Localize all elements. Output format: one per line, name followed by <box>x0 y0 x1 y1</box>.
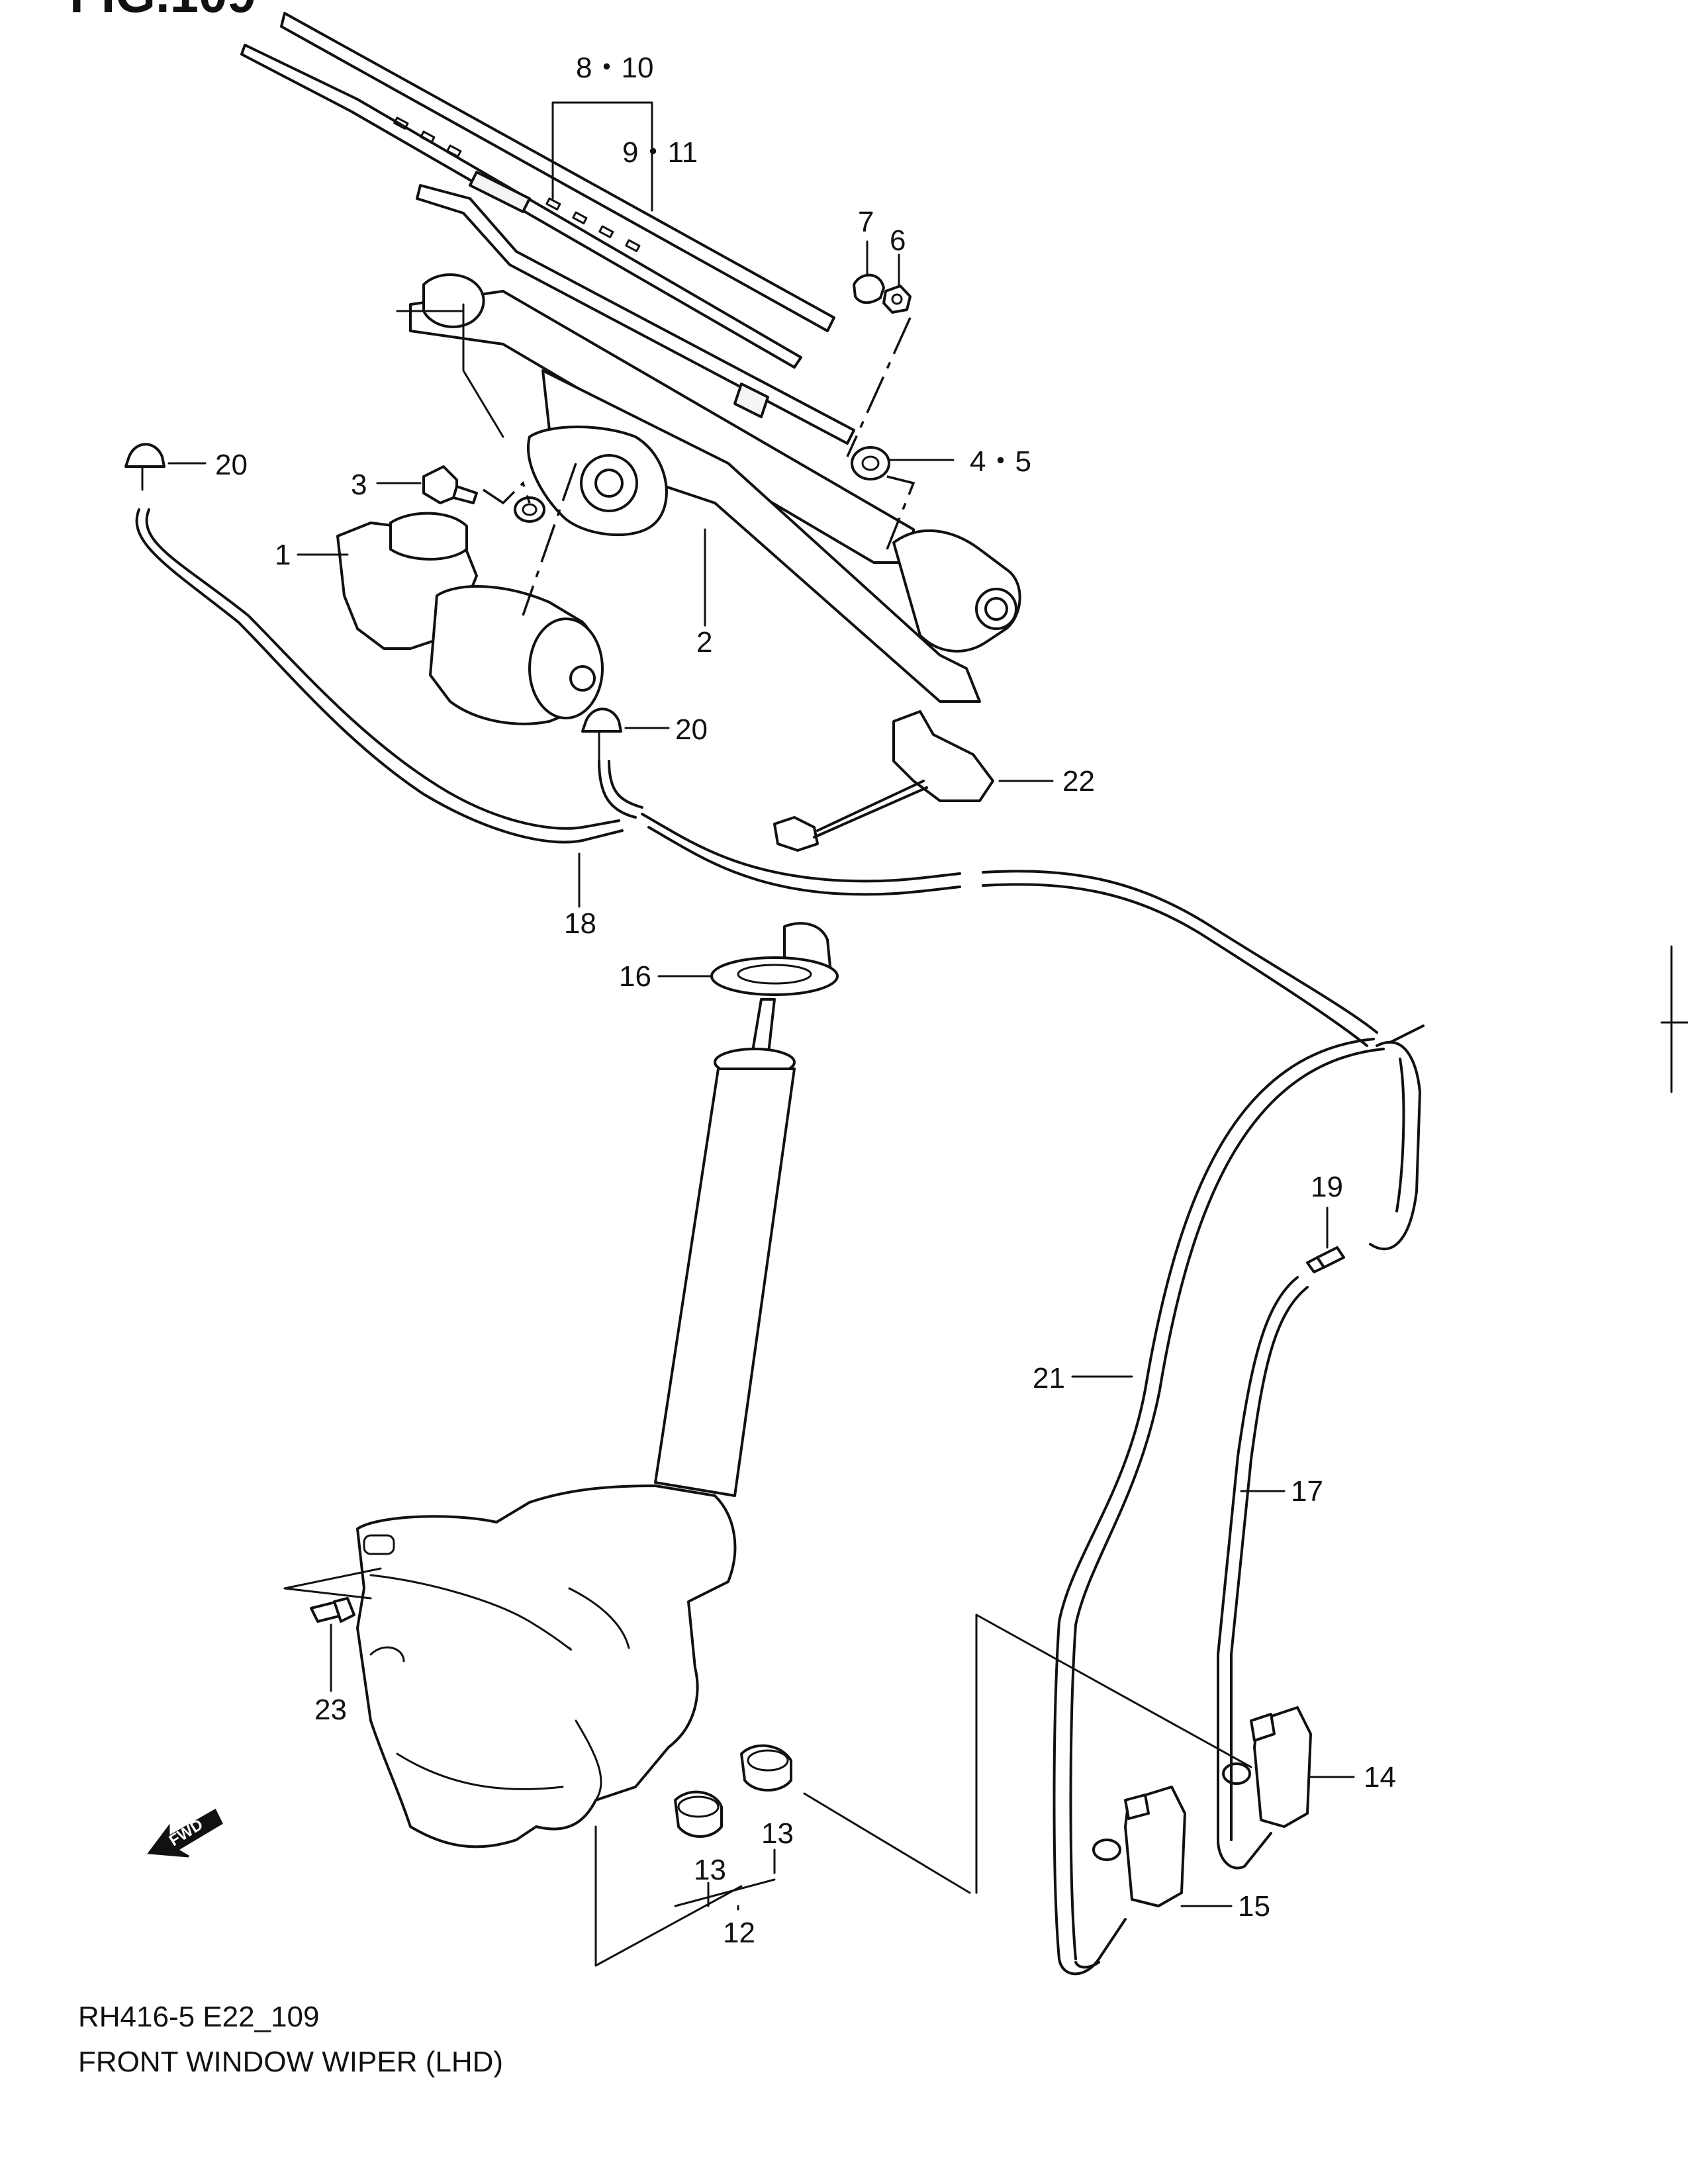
bolt-3 <box>422 465 478 504</box>
bracket-22 <box>773 710 994 852</box>
callout-1: 1 <box>275 539 291 571</box>
washer-hose-18 <box>135 508 1378 1047</box>
callout-13-right: 13 <box>761 1817 794 1850</box>
grommet-guide-line <box>803 1792 971 1894</box>
pivot-guide-line <box>886 475 915 550</box>
reservoir-guide-line <box>594 1825 743 1967</box>
figure-label: FIG.109 <box>70 0 256 23</box>
washer-pump-14 <box>1222 1706 1312 1828</box>
wiper-blade-assembly <box>240 12 855 445</box>
leader-lines <box>167 101 1355 1911</box>
callout-20-lower: 20 <box>675 713 708 746</box>
callout-8-10: 8・10 <box>576 52 653 84</box>
wiper-motor <box>336 512 604 725</box>
washer-reservoir <box>356 922 839 1848</box>
callout-22: 22 <box>1062 765 1095 797</box>
callout-labels: 8・10 9・11 7 6 4・5 20 3 1 2 20 22 18 16 1… <box>215 52 1396 1949</box>
blade-rubber-detail <box>393 116 641 252</box>
nut-guide-line <box>846 317 912 457</box>
bolt-23 <box>310 1597 355 1623</box>
callout-3: 3 <box>351 469 367 501</box>
callout-20-upper: 20 <box>215 449 248 481</box>
callout-19: 19 <box>1311 1171 1343 1203</box>
pivot-nut-6 <box>882 285 912 314</box>
pivot-grommet <box>514 496 545 523</box>
grommet-13-right <box>740 1744 792 1792</box>
callout-14: 14 <box>1364 1761 1396 1794</box>
bolt-23-guide-line <box>283 1567 382 1590</box>
joint-19 <box>1306 1246 1345 1273</box>
callout-15: 15 <box>1238 1890 1270 1923</box>
washer-nozzle-lower <box>581 707 622 762</box>
pivot-cap-7 <box>853 273 885 304</box>
washer-nozzle-upper <box>124 443 165 491</box>
arm-pivot-4-5 <box>851 446 890 480</box>
callout-18: 18 <box>564 907 596 940</box>
wiper-linkage <box>396 273 1021 703</box>
bolt-23-guide-line-2 <box>283 1587 372 1600</box>
callout-2: 2 <box>696 626 712 659</box>
diagram-title: FRONT WINDOW WIPER (LHD) <box>78 2046 503 2078</box>
bolt-3-guide-line <box>483 480 531 505</box>
callout-12: 12 <box>723 1917 755 1949</box>
washer-hose-21 <box>1053 1024 1425 1976</box>
callout-16: 16 <box>619 960 651 993</box>
callout-4-5: 4・5 <box>970 445 1031 478</box>
callout-23: 23 <box>314 1694 347 1726</box>
pump-guide-line <box>975 1614 1252 1768</box>
diagram-code: RH416-5 E22_109 <box>78 2001 319 2033</box>
washer-hose-17 <box>1217 1276 1309 1870</box>
callout-21: 21 <box>1033 1362 1065 1394</box>
washer-pump-15 <box>1092 1786 1186 1907</box>
motor-guide-line <box>522 463 577 616</box>
callout-6: 6 <box>890 224 906 257</box>
callout-7: 7 <box>858 206 874 238</box>
fwd-arrow-icon: FWD <box>147 1808 223 1858</box>
callout-9-11: 9・11 <box>622 136 698 169</box>
callout-13-left: 13 <box>694 1854 726 1886</box>
callout-17: 17 <box>1291 1475 1323 1508</box>
grommet-13-left <box>674 1790 723 1838</box>
